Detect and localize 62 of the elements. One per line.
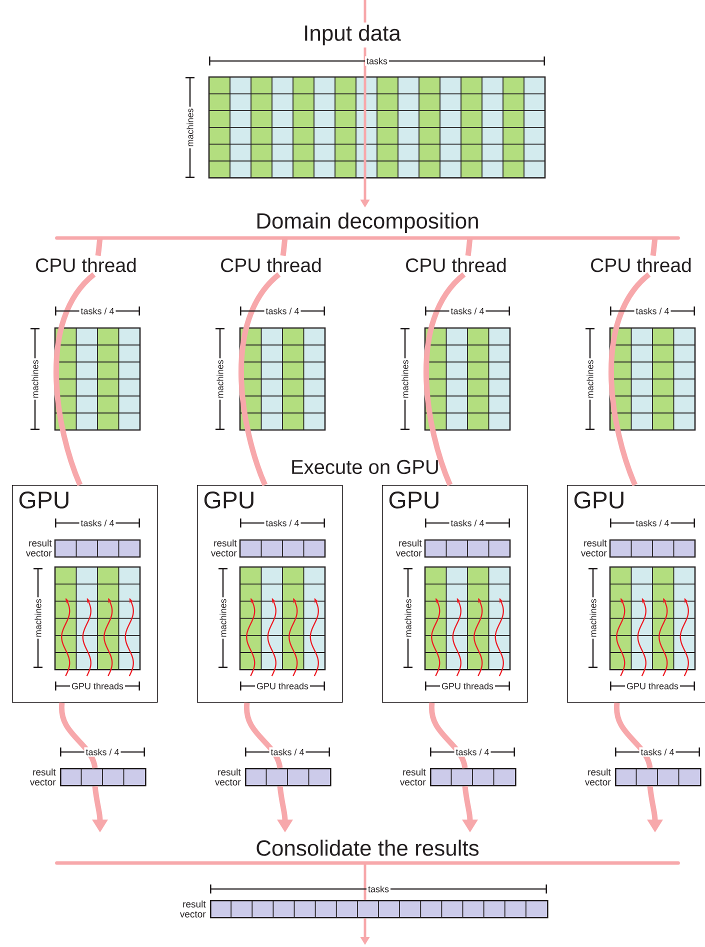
dimension-label: tasks bbox=[366, 884, 390, 894]
dimension-label: machines bbox=[215, 358, 225, 400]
stage-banner: Domain decomposition bbox=[55, 212, 680, 240]
dimension-label: machines bbox=[185, 106, 195, 148]
heading: CPU thread bbox=[591, 258, 691, 272]
vector-label: result vector bbox=[400, 768, 426, 786]
dimension-label: tasks / 4 bbox=[454, 747, 491, 757]
box-heading: GPU bbox=[19, 492, 68, 508]
heading: CPU thread bbox=[221, 258, 321, 272]
flow-line bbox=[424, 272, 466, 486]
flow-line bbox=[364, 0, 366, 23]
dimension-label: GPU threads bbox=[255, 681, 310, 691]
heading: CPU thread bbox=[36, 258, 136, 272]
dimension-label: tasks / 4 bbox=[639, 747, 676, 757]
dimension-label: tasks / 4 bbox=[269, 747, 306, 757]
stage-heading: Execute on GPU bbox=[292, 460, 438, 474]
flow-line bbox=[59, 702, 98, 769]
dimension-label: tasks / 4 bbox=[449, 306, 486, 316]
dimension-label: tasks / 4 bbox=[264, 306, 301, 316]
dimension-label: machines bbox=[218, 597, 228, 639]
flow-line bbox=[238, 272, 281, 486]
dimension-label: machines bbox=[30, 358, 40, 400]
flow-line bbox=[650, 238, 658, 256]
box-heading: GPU bbox=[574, 492, 624, 508]
heading: Input data bbox=[305, 24, 401, 46]
vector-label: result vector bbox=[396, 540, 422, 556]
flow-line bbox=[465, 238, 473, 256]
dimension-label: tasks bbox=[365, 56, 389, 66]
flow-line bbox=[95, 238, 103, 256]
dimension-label: machines bbox=[588, 597, 598, 639]
heading: CPU thread bbox=[406, 258, 506, 272]
vector-label: result vector bbox=[26, 540, 52, 556]
vector-label: result vector bbox=[210, 540, 237, 556]
box-heading: GPU bbox=[389, 492, 438, 508]
dimension-label: machines bbox=[403, 597, 413, 639]
vector-label: result vector bbox=[584, 768, 611, 786]
stage-banner: Consolidate the results bbox=[55, 840, 680, 865]
flow-line bbox=[614, 702, 653, 769]
dimension-label: GPU threads bbox=[625, 681, 680, 691]
dimension-label: tasks / 4 bbox=[79, 306, 116, 316]
dimension-label: machines bbox=[33, 597, 43, 639]
dimension-label: GPU threads bbox=[70, 681, 126, 691]
flow-line bbox=[429, 702, 468, 769]
flow-line bbox=[244, 702, 283, 769]
dimension-label: tasks / 4 bbox=[84, 747, 121, 757]
vector-label: result vector bbox=[180, 900, 206, 918]
vector-label: result vector bbox=[30, 768, 56, 786]
flow-line bbox=[608, 272, 651, 486]
dimension-label: machines bbox=[400, 358, 410, 400]
flow-line bbox=[364, 863, 366, 900]
dimension-label: tasks / 4 bbox=[449, 518, 486, 528]
dimension-label: GPU threads bbox=[440, 681, 496, 691]
flow-line bbox=[54, 272, 96, 486]
dimension-label: tasks / 4 bbox=[634, 306, 671, 316]
dimension-label: tasks / 4 bbox=[264, 518, 301, 528]
dimension-label: tasks / 4 bbox=[79, 518, 116, 528]
dimension-label: tasks / 4 bbox=[634, 518, 671, 528]
flow-line bbox=[280, 238, 288, 256]
dimension-label: machines bbox=[585, 358, 595, 400]
vector-label: result vector bbox=[214, 768, 241, 786]
box-heading: GPU bbox=[204, 492, 254, 508]
vector-label: result vector bbox=[580, 540, 607, 556]
